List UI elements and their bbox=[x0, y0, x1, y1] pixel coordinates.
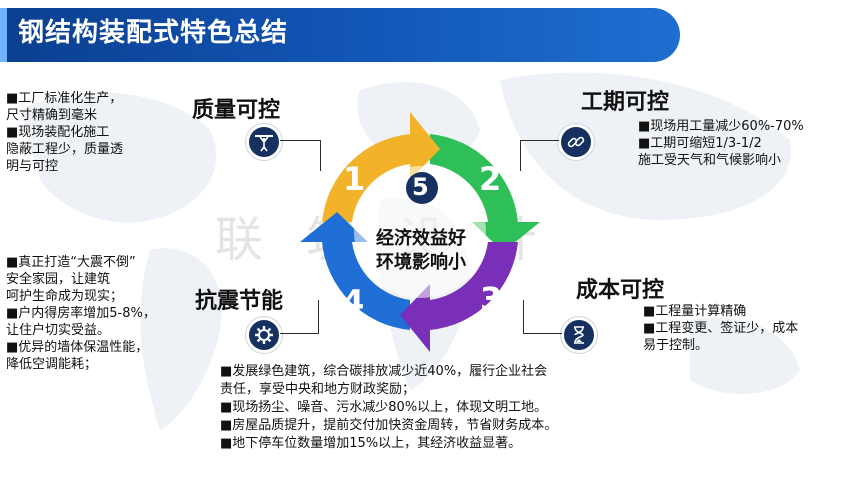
schedule-connector bbox=[520, 140, 559, 171]
seismic-connector bbox=[280, 300, 319, 334]
seismic-title: 抗震节能 bbox=[195, 289, 284, 314]
schedule-title: 工期可控 bbox=[581, 90, 670, 115]
benefits-line: 责任，享受中央和地方财政奖励； bbox=[220, 382, 416, 397]
seismic-line: 让住户切实受益。 bbox=[6, 323, 111, 338]
seismic-line: ■户内得房率增加5-8%， bbox=[6, 306, 156, 321]
cost-line: ■工程变更、签证少，成本 bbox=[643, 321, 799, 336]
seismic-line: 呵护生命成为现实； bbox=[6, 289, 124, 304]
segment-2-schedule bbox=[430, 134, 540, 252]
seismic-text: ■真正打造“大震不倒” 安全家园，让建筑 呵护生命成为现实； ■户内得房率增加5… bbox=[6, 254, 156, 373]
link-icon bbox=[558, 124, 594, 160]
segment-1-quality bbox=[322, 134, 410, 222]
seismic-line: 降低空调能耗； bbox=[6, 357, 98, 372]
title-banner-accent bbox=[0, 8, 7, 62]
schedule-line: ■现场用工量减少60%-70% bbox=[638, 119, 804, 134]
cost-connector bbox=[523, 300, 562, 334]
schedule-line: ■工期可缩短1/3-1/2 bbox=[638, 136, 762, 151]
segment-4-seismic bbox=[300, 212, 410, 330]
quality-connector bbox=[280, 140, 321, 171]
cost-line: ■工程量计算精确 bbox=[643, 304, 747, 319]
quality-line: 尺寸精确到毫米 bbox=[6, 108, 98, 123]
segment-3-arrow bbox=[400, 284, 430, 352]
cycle-diagram bbox=[300, 112, 540, 352]
segment-number-2: 2 bbox=[479, 160, 502, 198]
quality-line: ■现场装配化施工 bbox=[6, 125, 110, 140]
benefits-line: ■房屋品质提升，提前交付加快资金周转，节省财务成本。 bbox=[220, 418, 558, 433]
center-text-line-2: 环境影响小 bbox=[376, 252, 466, 273]
quality-line: ■工厂标准化生产， bbox=[6, 91, 123, 106]
segment-3-cost bbox=[430, 242, 518, 330]
gear-icon bbox=[246, 317, 282, 353]
seismic-line: ■真正打造“大震不倒” bbox=[6, 255, 136, 270]
segment-1-arrow bbox=[410, 112, 440, 180]
quality-text: ■工厂标准化生产， 尺寸精确到毫米 ■现场装配化施工 隐蔽工程少，质量透 明与可… bbox=[6, 90, 123, 175]
weightlifter-icon bbox=[246, 124, 282, 160]
segment-number-1: 1 bbox=[343, 160, 366, 198]
seismic-line: ■优异的墙体保温性能， bbox=[6, 340, 149, 355]
benefits-line: ■现场扬尘、噪音、污水减少80%以上，体现文明工地。 bbox=[220, 400, 548, 415]
benefits-text: ■发展绿色建筑，综合碳排放减少近40%，履行企业社会 责任，享受中央和地方财政奖… bbox=[220, 363, 557, 453]
quality-line: 明与可控 bbox=[6, 159, 59, 174]
center-text-line-1: 经济效益好 bbox=[376, 228, 466, 249]
schedule-text: ■现场用工量减少60%-70% ■工期可缩短1/3-1/2 施工受天气和气候影响… bbox=[638, 118, 804, 169]
benefits-line: ■地下停车位数量增加15%以上，其经济收益显著。 bbox=[220, 436, 522, 451]
benefits-line: ■发展绿色建筑，综合碳排放减少近40%，履行企业社会 bbox=[220, 364, 548, 379]
title-banner bbox=[0, 8, 680, 62]
center-number-badge bbox=[406, 172, 438, 204]
center-number: 5 bbox=[412, 173, 429, 201]
cost-text: ■工程量计算精确 ■工程变更、签证少，成本 易于控制。 bbox=[643, 303, 798, 354]
seismic-line: 安全家园，让建筑 bbox=[6, 272, 111, 287]
quality-line: 隐蔽工程少，质量透 bbox=[6, 142, 124, 157]
segment-number-3: 3 bbox=[480, 280, 503, 318]
cost-title: 成本可控 bbox=[576, 278, 665, 303]
page-title: 钢结构装配式特色总结 bbox=[18, 18, 289, 48]
hourglass-icon bbox=[561, 317, 597, 353]
quality-title: 质量可控 bbox=[192, 98, 281, 123]
schedule-line: 施工受天气和气候影响小 bbox=[638, 153, 782, 168]
cost-line: 易于控制。 bbox=[643, 338, 709, 353]
segment-number-4: 4 bbox=[342, 283, 365, 321]
